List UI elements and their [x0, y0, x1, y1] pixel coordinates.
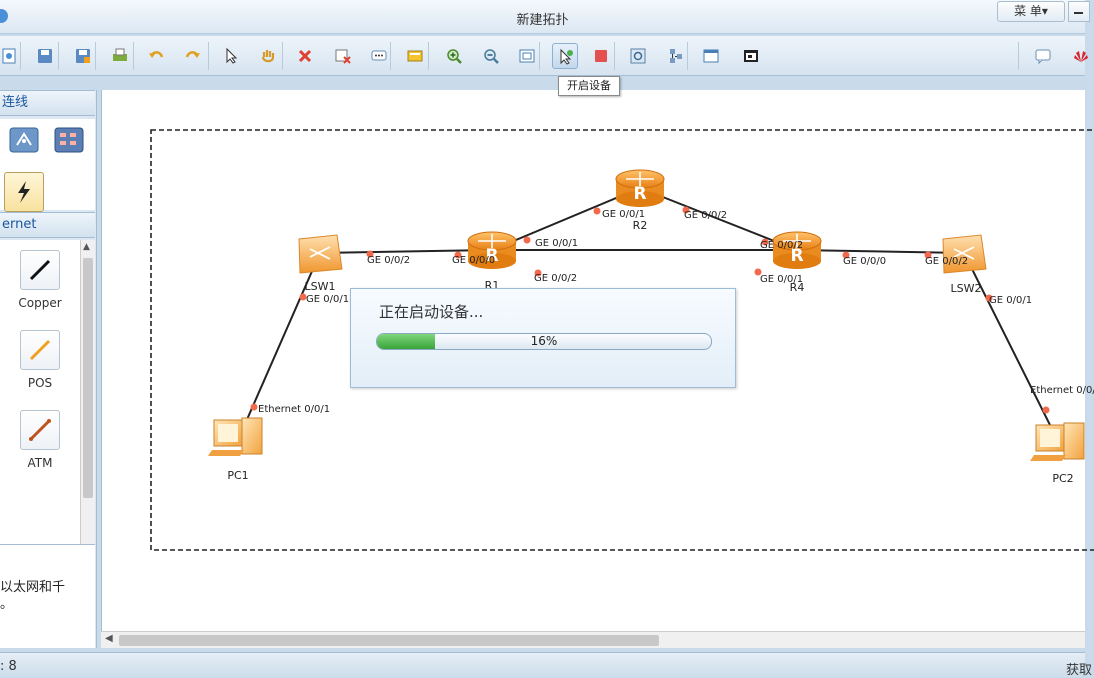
- cable-copper[interactable]: Copper: [10, 250, 70, 310]
- menu-button[interactable]: 菜 单▾: [997, 1, 1065, 22]
- toolbar-separator: [20, 42, 21, 70]
- toolbar-separator: [428, 42, 429, 70]
- toolbar-separator: [208, 42, 209, 70]
- wireless-device-icon[interactable]: [8, 125, 40, 155]
- save-button[interactable]: [32, 43, 58, 69]
- description-line: 。: [0, 597, 14, 612]
- title-bar: 新建拓扑 菜 单▾: [0, 0, 1090, 34]
- topology-button[interactable]: [663, 43, 689, 69]
- canvas-horizontal-scrollbar[interactable]: ◀: [101, 631, 1085, 648]
- save-icon: [38, 49, 52, 63]
- zoom-in-button[interactable]: [441, 43, 467, 69]
- huawei-logo-button[interactable]: [1068, 43, 1094, 69]
- cloud-device-icon[interactable]: [52, 125, 86, 155]
- cable-label: ATM: [27, 456, 53, 470]
- toolbar-separator: [133, 42, 134, 70]
- delete-icon: [298, 49, 312, 63]
- progress-bar: 16%: [376, 333, 712, 350]
- delete-link-icon: [335, 49, 351, 64]
- select-pointer-button[interactable]: [218, 43, 244, 69]
- select-pointer-icon: [226, 47, 238, 64]
- pan-hand-button[interactable]: [255, 43, 281, 69]
- zoom-out-icon: [484, 49, 499, 64]
- toolbar-separator: [1018, 42, 1019, 70]
- stop-device-button[interactable]: [588, 43, 614, 69]
- text-note-icon: [371, 50, 387, 61]
- palette-button[interactable]: [402, 43, 428, 69]
- delete-link-button[interactable]: [330, 43, 356, 69]
- console-icon: [744, 50, 758, 62]
- pos-cable-icon: [20, 330, 60, 370]
- fit-button[interactable]: [514, 43, 540, 69]
- start-device-icon: [560, 48, 573, 65]
- status-bar: : 8 获取: [0, 652, 1092, 678]
- chat-button[interactable]: [1030, 43, 1056, 69]
- progress-fill: [377, 334, 435, 349]
- redo-button[interactable]: [180, 43, 206, 69]
- chat-icon: [1035, 49, 1051, 65]
- toolbar-separator: [687, 42, 688, 70]
- window-title: 新建拓扑: [516, 13, 569, 28]
- console-button[interactable]: [738, 43, 764, 69]
- atm-cable-icon: [20, 410, 60, 450]
- stop-device-icon: [595, 50, 607, 62]
- toolbar-separator: [614, 42, 615, 70]
- new-button[interactable]: [0, 43, 22, 69]
- app-logo-icon[interactable]: [0, 9, 8, 23]
- progress-percent: 16%: [530, 334, 558, 348]
- cable-label: Copper: [18, 296, 62, 310]
- topology-icon: [670, 49, 682, 63]
- zoom-in-icon: [447, 49, 462, 64]
- section-header-ethernet[interactable]: ernet: [0, 212, 95, 238]
- print-icon: [113, 48, 127, 61]
- cable-atm[interactable]: ATM: [10, 410, 70, 470]
- section-header-links[interactable]: 连线: [0, 90, 95, 116]
- auto-link-icon[interactable]: [4, 172, 44, 212]
- save-as-icon: [76, 49, 90, 63]
- text-note-button[interactable]: [366, 43, 392, 69]
- status-count: : 8: [0, 659, 17, 674]
- tooltip: 开启设备: [558, 76, 620, 96]
- toolbar-separator: [282, 42, 283, 70]
- toolbar-separator: [539, 42, 540, 70]
- cable-label: POS: [27, 376, 53, 390]
- pan-hand-icon: [261, 50, 275, 63]
- minimize-button[interactable]: [1068, 1, 1090, 22]
- print-button[interactable]: [107, 43, 133, 69]
- toolbar-separator: [58, 42, 59, 70]
- huawei-logo-icon: [1074, 51, 1088, 62]
- toolbar-separator: [95, 42, 96, 70]
- left-panel: 连线 ernet Copper POS ATM ▲ ▼ 以太网和千: [0, 90, 97, 648]
- save-as-button[interactable]: [70, 43, 96, 69]
- new-icon: [2, 48, 16, 64]
- delete-button[interactable]: [292, 43, 318, 69]
- window-button[interactable]: [698, 43, 724, 69]
- description-panel: 以太网和千 。: [0, 544, 95, 648]
- capture-button[interactable]: [625, 43, 651, 69]
- palette-icon: [407, 50, 423, 62]
- progress-message: 正在启动设备...: [379, 303, 484, 321]
- cable-pos[interactable]: POS: [10, 330, 70, 390]
- device-type-area: [0, 119, 95, 212]
- toolbar-separator: [390, 42, 391, 70]
- undo-button[interactable]: [143, 43, 169, 69]
- capture-icon: [630, 48, 646, 64]
- status-action-link[interactable]: 获取: [1066, 663, 1093, 678]
- start-device-button[interactable]: [552, 43, 578, 69]
- window-icon: [703, 49, 719, 63]
- copper-cable-icon: [20, 250, 60, 290]
- scrollbar-thumb[interactable]: [119, 635, 659, 646]
- description-text: 以太网和千 。: [0, 579, 65, 613]
- scrollbar-thumb[interactable]: [83, 258, 93, 498]
- undo-icon: [149, 51, 164, 58]
- scroll-up-icon[interactable]: ▲: [83, 242, 90, 252]
- fit-icon: [519, 49, 535, 63]
- description-line: 以太网和千: [0, 580, 66, 595]
- startup-progress-dialog: 正在启动设备... 16%: [350, 288, 736, 388]
- redo-icon: [185, 51, 200, 58]
- zoom-out-button[interactable]: [478, 43, 504, 69]
- toolbar: [0, 36, 1088, 76]
- scroll-left-icon[interactable]: ◀: [105, 633, 113, 644]
